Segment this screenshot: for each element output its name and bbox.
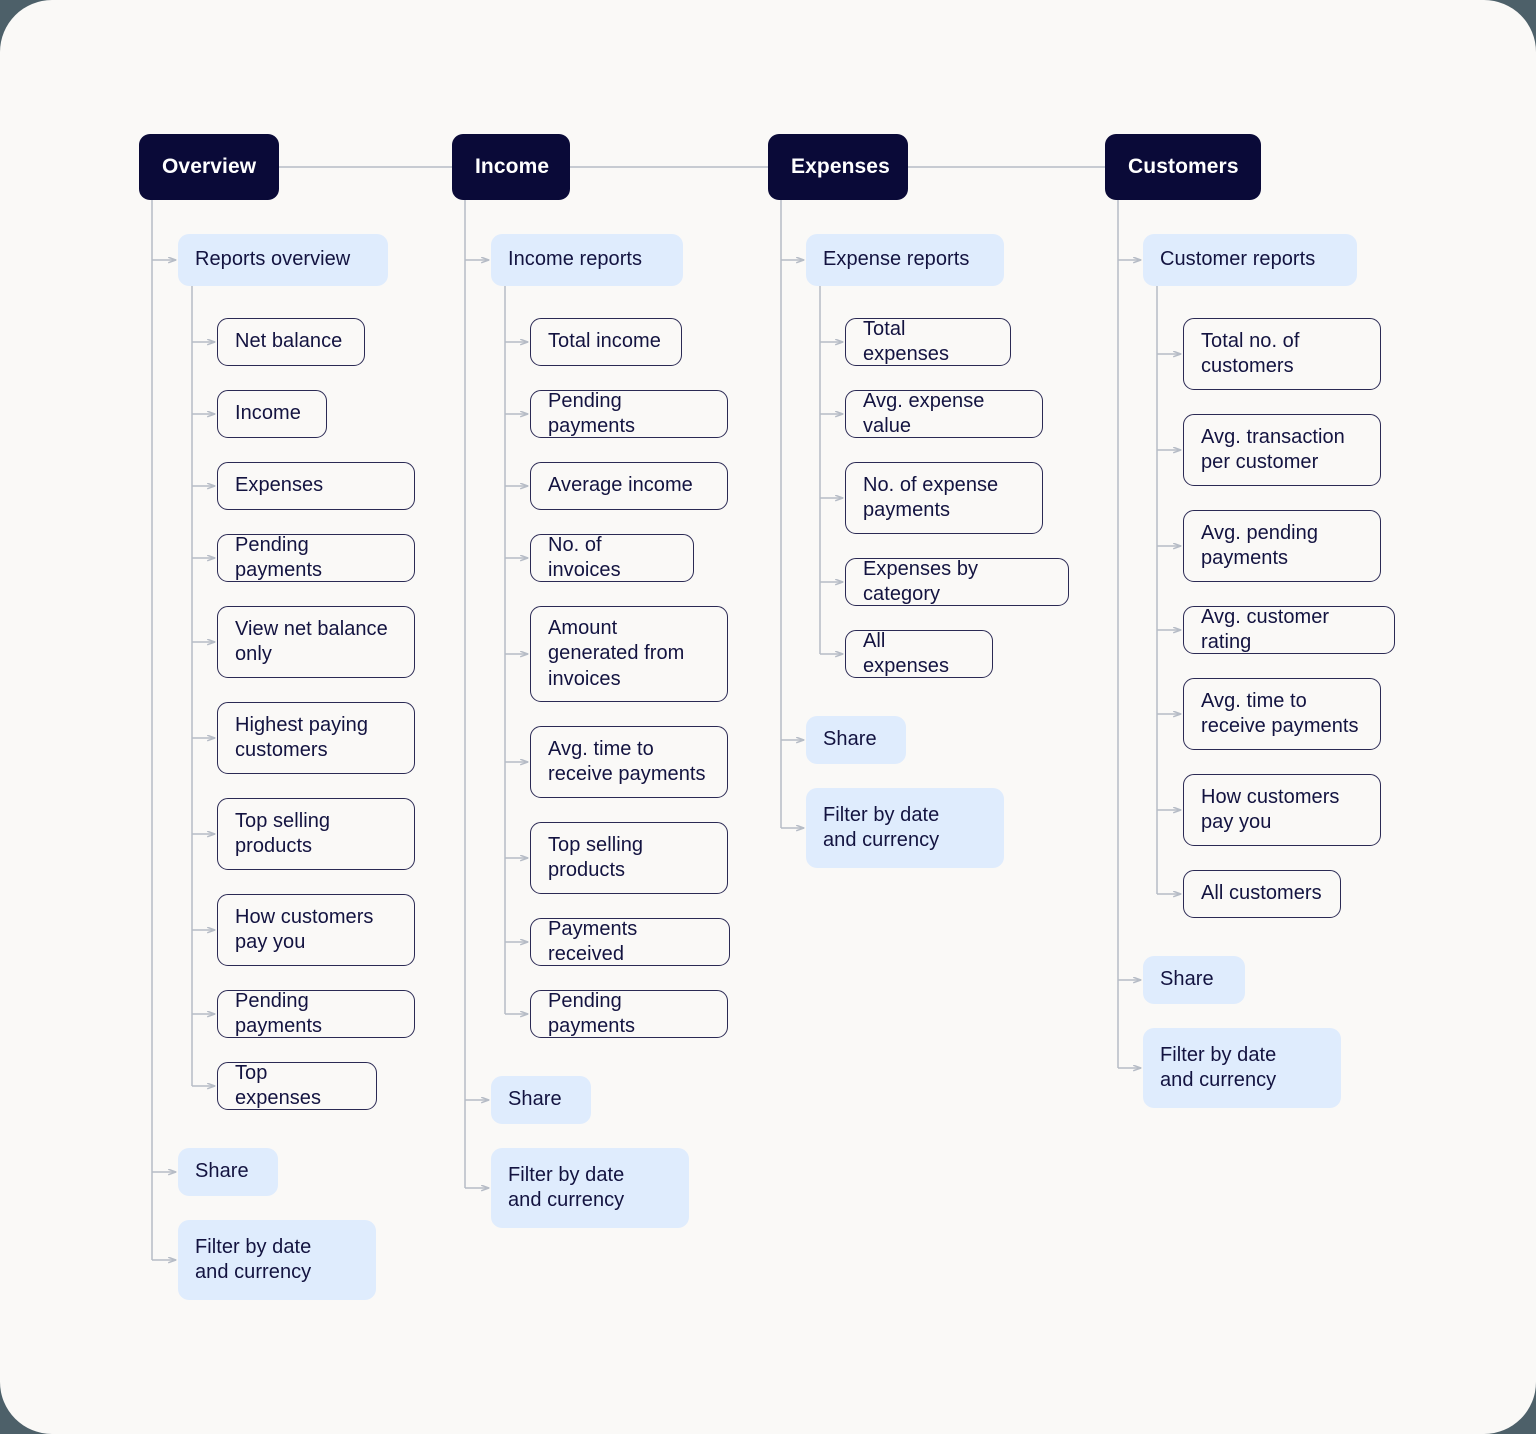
node-income-reports[interactable]: Income reports: [491, 234, 683, 286]
node-label: Net balance: [235, 330, 343, 353]
node-expense-reports[interactable]: Expense reports: [806, 234, 1004, 286]
node-label: Avg. time to receive payments: [548, 737, 706, 785]
node-expenses-by-category[interactable]: Expenses by category: [845, 558, 1069, 606]
node-share[interactable]: Share: [1143, 956, 1245, 1004]
node-avg-customer-rating[interactable]: Avg. customer rating: [1183, 606, 1395, 654]
node-payments-received[interactable]: Payments received: [530, 918, 730, 966]
node-label: Avg. expense value: [863, 389, 985, 437]
node-all-customers[interactable]: All customers: [1183, 870, 1341, 918]
node-view-net-balance-only[interactable]: View net balance only: [217, 606, 415, 678]
tab-label: Expenses: [791, 155, 890, 178]
node-all-expenses[interactable]: All expenses: [845, 630, 993, 678]
node-top-expenses[interactable]: Top expenses: [217, 1062, 377, 1110]
node-filter-by-date-and-currency[interactable]: Filter by date and currency: [806, 788, 1004, 868]
node-top-selling-products[interactable]: Top selling products: [217, 798, 415, 870]
node-income[interactable]: Income: [217, 390, 327, 438]
tab-overview[interactable]: Overview: [139, 134, 279, 200]
node-net-balance[interactable]: Net balance: [217, 318, 365, 366]
node-share[interactable]: Share: [178, 1148, 278, 1196]
node-label: Payments received: [548, 917, 638, 965]
node-avg-time-to-receive-payments[interactable]: Avg. time to receive payments: [1183, 678, 1381, 750]
node-avg-expense-value[interactable]: Avg. expense value: [845, 390, 1043, 438]
node-pending-payments[interactable]: Pending payments: [530, 990, 728, 1038]
node-label: Avg. pending payments: [1201, 521, 1318, 569]
node-highest-paying-customers[interactable]: Highest paying customers: [217, 702, 415, 774]
node-label: Expenses: [235, 474, 324, 497]
node-how-customers-pay-you[interactable]: How customers pay you: [217, 894, 415, 966]
node-label: Pending payments: [548, 389, 636, 437]
node-label: Top selling products: [235, 809, 331, 857]
node-label: How customers pay you: [1201, 785, 1340, 833]
node-total-expenses[interactable]: Total expenses: [845, 318, 1011, 366]
node-label: Total expenses: [863, 317, 950, 365]
node-label: No. of invoices: [548, 533, 621, 581]
node-customer-reports[interactable]: Customer reports: [1143, 234, 1357, 286]
node-label: Top selling products: [548, 833, 644, 881]
node-label: Pending payments: [548, 989, 636, 1037]
node-filter-by-date-and-currency[interactable]: Filter by date and currency: [491, 1148, 689, 1228]
tab-label: Customers: [1128, 155, 1239, 178]
node-filter-by-date-and-currency[interactable]: Filter by date and currency: [1143, 1028, 1341, 1108]
node-label: Share: [823, 728, 877, 751]
node-label: No. of expense payments: [863, 473, 999, 521]
node-label: View net balance only: [235, 617, 388, 665]
node-label: Expense reports: [823, 248, 970, 271]
node-total-income[interactable]: Total income: [530, 318, 682, 366]
tab-label: Overview: [162, 155, 257, 178]
node-filter-by-date-and-currency[interactable]: Filter by date and currency: [178, 1220, 376, 1300]
node-amount-generated-from-invoices[interactable]: Amount generated from invoices: [530, 606, 728, 702]
node-label: Average income: [548, 474, 693, 497]
node-share[interactable]: Share: [806, 716, 906, 764]
node-label: Filter by date and currency: [195, 1235, 312, 1283]
node-label: Avg. transaction per customer: [1201, 425, 1345, 473]
node-label: Avg. time to receive payments: [1201, 689, 1359, 737]
node-label: Pending payments: [235, 989, 323, 1037]
node-label: Income: [235, 402, 301, 425]
node-label: Total income: [548, 330, 661, 353]
node-label: Filter by date and currency: [508, 1163, 625, 1211]
node-top-selling-products[interactable]: Top selling products: [530, 822, 728, 894]
node-label: Filter by date and currency: [823, 803, 940, 851]
node-label: Income reports: [508, 248, 643, 271]
node-label: Amount generated from invoices: [548, 617, 685, 690]
node-label: Customer reports: [1160, 248, 1316, 271]
node-total-no-of-customers[interactable]: Total no. of customers: [1183, 318, 1381, 390]
node-label: Top expenses: [235, 1061, 322, 1109]
node-share[interactable]: Share: [491, 1076, 591, 1124]
tab-label: Income: [475, 155, 550, 178]
node-label: Expenses by category: [863, 557, 979, 605]
node-avg-time-to-receive-payments[interactable]: Avg. time to receive payments: [530, 726, 728, 798]
node-expenses[interactable]: Expenses: [217, 462, 415, 510]
node-label: Filter by date and currency: [1160, 1043, 1277, 1091]
node-how-customers-pay-you[interactable]: How customers pay you: [1183, 774, 1381, 846]
tab-income[interactable]: Income: [452, 134, 570, 200]
node-avg-transaction-per-customer[interactable]: Avg. transaction per customer: [1183, 414, 1381, 486]
node-pending-payments[interactable]: Pending payments: [217, 990, 415, 1038]
node-pending-payments[interactable]: Pending payments: [217, 534, 415, 582]
node-avg-pending-payments[interactable]: Avg. pending payments: [1183, 510, 1381, 582]
node-no-of-invoices[interactable]: No. of invoices: [530, 534, 694, 582]
node-reports-overview[interactable]: Reports overview: [178, 234, 388, 286]
node-label: Share: [508, 1088, 562, 1111]
node-label: Avg. customer rating: [1201, 605, 1330, 653]
node-label: Highest paying customers: [235, 713, 369, 761]
node-label: How customers pay you: [235, 905, 374, 953]
tab-expenses[interactable]: Expenses: [768, 134, 908, 200]
node-label: Pending payments: [235, 533, 323, 581]
node-label: Share: [195, 1160, 249, 1183]
node-label: Reports overview: [195, 248, 351, 271]
node-label: All customers: [1201, 882, 1322, 905]
node-no-of-expense-payments[interactable]: No. of expense payments: [845, 462, 1043, 534]
node-label: All expenses: [863, 629, 950, 677]
node-average-income[interactable]: Average income: [530, 462, 728, 510]
tab-customers[interactable]: Customers: [1105, 134, 1261, 200]
node-label: Total no. of customers: [1201, 329, 1300, 377]
node-pending-payments[interactable]: Pending payments: [530, 390, 728, 438]
node-label: Share: [1160, 968, 1214, 991]
